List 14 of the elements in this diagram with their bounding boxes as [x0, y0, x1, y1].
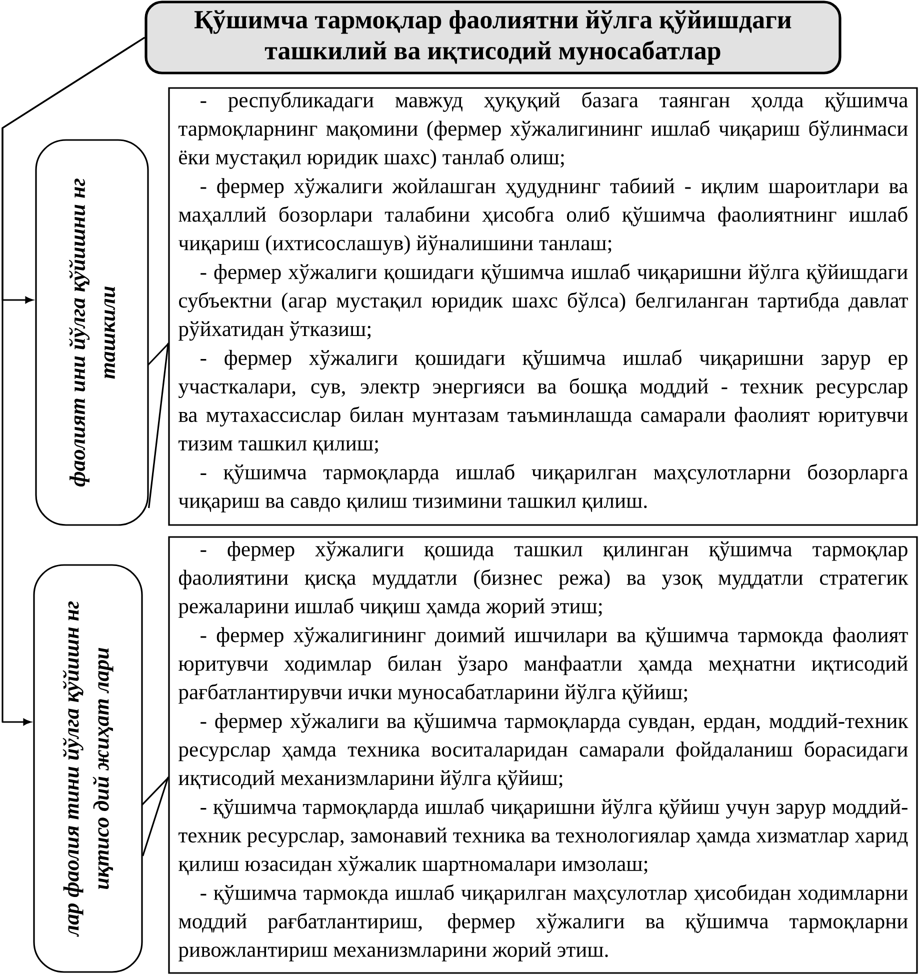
list-item: - фермер хўжалиги ва қўшимча тармоқларда сувдан, ердан, моддий-техник ресурслар ҳамда техника воситаларидан самарали фойдаланиш борасидаги иқтисодий механизмларини йўлга қўйиш;	[178, 713, 908, 790]
list-item: - қўшимча тармоқларда ишлаб чиқаришни йўлга қўйиш учун зарур моддий-техник ресурслар, замонавий техника ва технологиялар ҳамда хизматлар харид қилиш юзасидан хўжалик шартномалари имзолаш;	[178, 798, 908, 876]
list-item: - фермер хўжалигининг доимий ишчилари ва қўшимча тармокда фаолият юритувчи ходимлар билан ўзаро манфаатли ҳамда меҳнатни иқтисодий рағбатлантирувчи ички муносабатларини йўлга қўйиш;	[178, 627, 908, 704]
list-item: - фермер хўжалиги қошидаги қўшимча ишлаб чиқаришни йўлга қўйишдаги субъектни (агар мустақил юридик шахс бўлса) белгиланган тартибда давлат рўйхатидан ўтказиш;	[178, 264, 908, 341]
list-item: - фермер хўжалиги жойлашган ҳудуднинг табиий - иқлим шароитлари ва маҳаллий бозорлари талабини ҳисобга олиб қўшимча фаолиятнинг ишлаб чиқариш (ихтисослашув) йўналишини танлаш;	[178, 178, 908, 255]
list-item: - қўшимча тармокда ишлаб чиқарилган маҳсулотлар ҳисобидан ходимларни моддий рағбатлантириш, фермер хўжалиги ва қўшимча тармоқларни ривожлантириш механизмларини жорий этиш.	[178, 884, 908, 962]
list-item: - фермер хўжалиги қошидаги қўшимча ишлаб чиқаришни зарур ер участкалари, сув, электр энергияси ва бошқа моддий - техник ресурслар ва мутахассислар билан мунтазам таъминлашда самарали фаолият юритувчи тизим ташкил қилиш;	[178, 349, 908, 455]
arrow	[2, 36, 146, 726]
title-box: Қўшимча тармоқлар фаолиятни йўлга қўйишдаги ташкилий ва иқтисодий муносабатлар	[144, 0, 842, 74]
callout-box: фаолият ини йўлга қўйишни нг ташкили	[35, 139, 170, 526]
list-item: - фермер хўжалиги қошида ташкил қилинган қўшимча тармоқлар фаолиятини қисқа муддатли (бизнес режа) ва узоқ муддатли стратегик режаларини ишлаб чиқиш ҳамда жорий этиш;	[178, 541, 908, 618]
list-item: - республикадаги мавжуд ҳуқуқий базага таянган ҳолда қўшимча тармоқларнинг мақомини (фермер хўжалигининг ишлаб чиқариш бўлинмаси ёки мустақил юридик шахс) танлаб олиш;	[178, 92, 908, 169]
callout-box: лар фаолия тини йўлга қўйишн нг иқтисо дий жиҳат лари	[33, 564, 170, 973]
list-item: - қўшимча тармоқларда ишлаб чиқарилган маҳсулотларни бозорларга чиқариш ва савдо қилиш тизимини ташкил қилиш.	[178, 464, 908, 512]
